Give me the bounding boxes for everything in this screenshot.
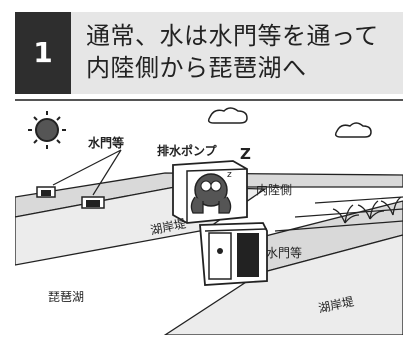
- rice-plants-icon: [332, 196, 402, 224]
- step-number-box: 1: [15, 12, 71, 94]
- header-divider: [15, 99, 403, 101]
- cloud-icon: [334, 122, 372, 138]
- title-line-2: 内陸側から琵琶湖へ: [86, 54, 307, 82]
- gate-pointer-lines: [52, 149, 122, 196]
- gate-small-1: [36, 186, 56, 198]
- label-lake: 琵琶湖: [48, 290, 85, 304]
- field-rows: [274, 196, 403, 232]
- scene-illustration: z: [15, 107, 403, 335]
- pump-house: z: [172, 160, 248, 224]
- svg-text:z: z: [227, 170, 232, 180]
- label-inland: 内陸側: [256, 183, 293, 197]
- cloud-icon: [207, 107, 248, 124]
- step-number: 1: [33, 36, 53, 69]
- title-line-1: 通常、水は水門等を通って: [86, 22, 379, 50]
- embankment-right: [163, 234, 403, 335]
- inland-road: [15, 172, 403, 218]
- label-pump: 排水ポンプ: [157, 144, 217, 158]
- label-gate-lower: 水門等: [266, 246, 303, 260]
- header-band: [15, 12, 403, 94]
- label-gate-upper: 水門等: [88, 136, 125, 150]
- sun-icon: [28, 111, 66, 149]
- gate-large: [199, 222, 268, 286]
- panel-title: 通常、水は水門等を通って 内陸側から琵琶湖へ: [86, 20, 396, 84]
- label-sleep: Z: [240, 145, 251, 163]
- gate-small-2: [81, 196, 105, 209]
